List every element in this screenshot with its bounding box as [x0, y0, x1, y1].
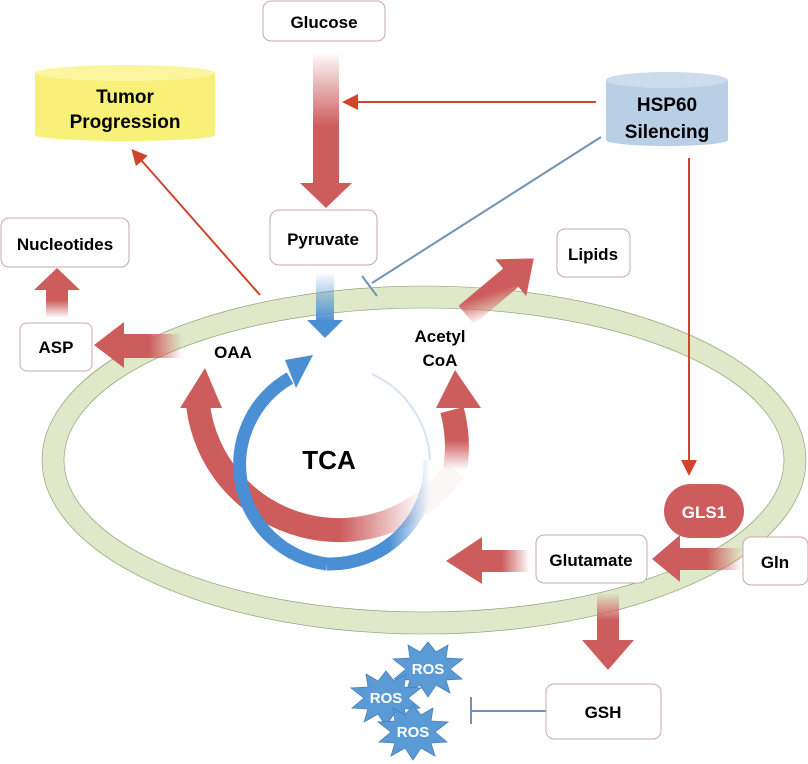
- acetyl-coa-to-lipids-arrow: [458, 258, 534, 325]
- ros-label: ROS: [370, 690, 403, 707]
- gsh-label: GSH: [585, 703, 622, 722]
- glutamate-to-gsh-arrow: [582, 594, 634, 670]
- ros-burst-1: ROS: [391, 641, 465, 698]
- gln-to-glutamate-arrow: [652, 535, 742, 582]
- node-asp: ASP: [19, 322, 93, 372]
- gls1-label: GLS1: [682, 503, 726, 522]
- node-gls1: GLS1: [664, 484, 744, 538]
- glucose-to-pyruvate-arrow: [300, 55, 352, 208]
- acetyl-coa-label-line2: CoA: [423, 351, 458, 370]
- membrane-inner-edge: [63, 307, 785, 613]
- node-glutamate: Glutamate: [535, 534, 648, 584]
- glutamate-to-tca-arrow: [446, 537, 530, 584]
- tumor-progression-label-line2: Progression: [70, 112, 181, 133]
- node-gln: Gln: [742, 536, 808, 586]
- node-glucose: Glucose: [262, 0, 386, 42]
- hsp60-label-line2: Silencing: [625, 122, 709, 143]
- acetyl-coa-label-line1: Acetyl: [414, 327, 465, 346]
- oaa-to-asp-arrow: [94, 322, 182, 368]
- oaa-label: OAA: [214, 343, 252, 362]
- tca-blue-arrowhead: [285, 355, 313, 388]
- tca-label: TCA: [302, 445, 356, 475]
- acetyl-coa-arrowhead: [436, 370, 481, 408]
- node-lipids: Lipids: [556, 228, 631, 278]
- membrane-outer-edge: [41, 285, 807, 635]
- oaa-arrowhead: [180, 368, 222, 408]
- node-pyruvate: Pyruvate: [269, 209, 378, 266]
- ros-burst-2: ROS: [349, 670, 423, 727]
- node-gsh: GSH: [545, 683, 662, 740]
- asp-to-nucleotides-arrow: [34, 268, 80, 318]
- gln-label: Gln: [761, 553, 789, 572]
- ros-label: ROS: [412, 661, 445, 678]
- ros-cluster: ROS ROS ROS: [349, 641, 465, 761]
- asp-label: ASP: [39, 338, 74, 357]
- gsh-inhibits-ros: [470, 697, 547, 724]
- ros-label: ROS: [397, 724, 430, 741]
- node-hsp60-silencing: HSP60 Silencing: [606, 72, 728, 146]
- node-tumor-progression: Tumor Progression: [35, 65, 215, 141]
- hsp60-inhibits-pyruvate-entry: [361, 136, 602, 297]
- node-nucleotides: Nucleotides: [0, 217, 130, 268]
- nucleotides-label: Nucleotides: [17, 235, 113, 254]
- glucose-label: Glucose: [290, 13, 357, 32]
- tca-blue-cycle: [233, 355, 437, 571]
- mitochondria-membrane: [42, 286, 806, 634]
- pyruvate-label: Pyruvate: [287, 230, 359, 249]
- ros-burst-3: ROS: [376, 704, 450, 761]
- lipids-label: Lipids: [568, 245, 618, 264]
- pyruvate-to-tca-arrow: [307, 272, 343, 338]
- hsp60-label-line1: HSP60: [637, 95, 697, 116]
- oaa-to-tumor-progression-activation: [131, 148, 261, 296]
- glutamate-label: Glutamate: [549, 551, 632, 570]
- tumor-progression-label-line1: Tumor: [96, 87, 154, 108]
